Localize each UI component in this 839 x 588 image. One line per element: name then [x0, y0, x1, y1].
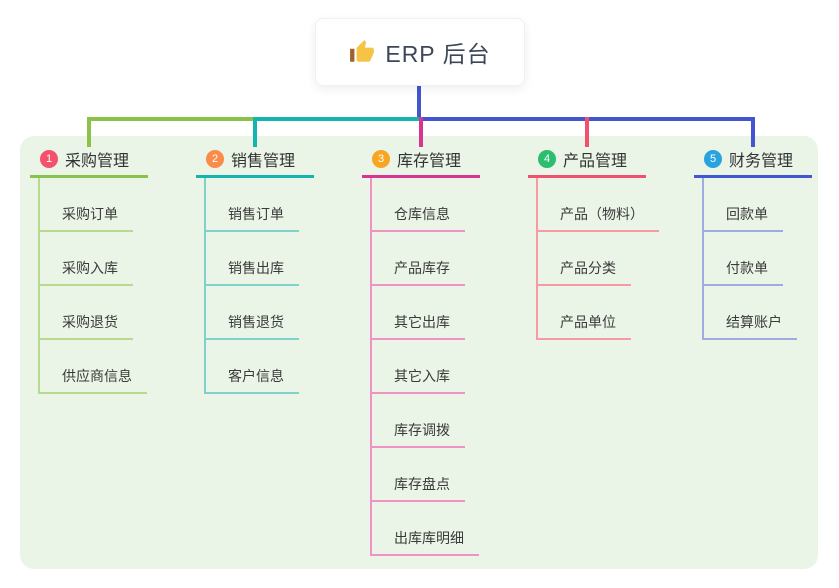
- branch-number-badge: 5: [704, 150, 722, 168]
- branch-column: 3 库存管理仓库信息产品库存其它出库其它入库库存调拨库存盘点出库库明细: [362, 143, 522, 556]
- branch-label: 库存管理: [397, 153, 462, 170]
- root-connector: [417, 84, 421, 118]
- child-label: 采购退货: [40, 312, 133, 340]
- child-item[interactable]: 库存调拨: [372, 394, 479, 448]
- child-item[interactable]: 库存盘点: [372, 448, 479, 502]
- child-label: 仓库信息: [372, 204, 465, 232]
- child-item[interactable]: 采购入库: [40, 232, 147, 286]
- connector-drop: [751, 117, 755, 147]
- branch-children: 销售订单销售出库销售退货客户信息: [204, 178, 299, 394]
- connector-bus-segment: [255, 117, 421, 121]
- branch-number-badge: 2: [206, 150, 224, 168]
- child-label: 结算账户: [704, 312, 797, 340]
- connector-drop: [253, 117, 257, 147]
- child-item[interactable]: 产品分类: [538, 232, 659, 286]
- child-item[interactable]: 销售订单: [206, 178, 299, 232]
- branch-label: 产品管理: [563, 153, 628, 170]
- child-item[interactable]: 采购订单: [40, 178, 147, 232]
- child-label: 销售退货: [206, 312, 299, 340]
- branch-label: 采购管理: [65, 153, 130, 170]
- child-item[interactable]: 其它入库: [372, 340, 479, 394]
- branch-label: 销售管理: [231, 153, 296, 170]
- canvas-panel: [20, 136, 818, 569]
- branch-label: 财务管理: [729, 153, 794, 170]
- child-item[interactable]: 付款单: [704, 232, 797, 286]
- child-item[interactable]: 回款单: [704, 178, 797, 232]
- child-label: 出库库明细: [372, 528, 479, 556]
- child-label: 库存盘点: [372, 474, 465, 502]
- child-label: 采购入库: [40, 258, 133, 286]
- child-label: 供应商信息: [40, 366, 147, 394]
- child-item[interactable]: 出库库明细: [372, 502, 479, 556]
- branch-header[interactable]: 2 销售管理: [196, 143, 314, 178]
- child-label: 销售出库: [206, 258, 299, 286]
- child-label: 其它入库: [372, 366, 465, 394]
- branch-header[interactable]: 1 采购管理: [30, 143, 148, 178]
- child-label: 产品（物料）: [538, 204, 659, 232]
- branch-column: 1 采购管理采购订单采购入库采购退货供应商信息: [30, 143, 190, 394]
- child-label: 产品单位: [538, 312, 631, 340]
- branch-column: 2 销售管理销售订单销售出库销售退货客户信息: [196, 143, 356, 394]
- branch-number-badge: 4: [538, 150, 556, 168]
- root-label: ERP 后台: [385, 41, 491, 67]
- child-item[interactable]: 仓库信息: [372, 178, 479, 232]
- child-item[interactable]: 产品单位: [538, 286, 659, 340]
- child-label: 其它出库: [372, 312, 465, 340]
- child-item[interactable]: 其它出库: [372, 286, 479, 340]
- child-item[interactable]: 采购退货: [40, 286, 147, 340]
- connector-drop: [87, 117, 91, 147]
- child-item[interactable]: 销售退货: [206, 286, 299, 340]
- child-label: 回款单: [704, 204, 783, 232]
- child-label: 销售订单: [206, 204, 299, 232]
- branch-children: 产品（物料） 产品分类产品单位: [536, 178, 659, 340]
- child-item[interactable]: 销售出库: [206, 232, 299, 286]
- branch-children: 回款单付款单结算账户: [702, 178, 797, 340]
- child-item[interactable]: 产品（物料）: [538, 178, 659, 232]
- branch-column: 4 产品管理产品（物料） 产品分类产品单位: [528, 143, 688, 340]
- child-item[interactable]: 供应商信息: [40, 340, 147, 394]
- branch-children: 采购订单采购入库采购退货供应商信息: [38, 178, 147, 394]
- child-label: 产品分类: [538, 258, 631, 286]
- branch-header[interactable]: 3 库存管理: [362, 143, 480, 178]
- branch-header[interactable]: 4 产品管理: [528, 143, 646, 178]
- branch-number-badge: 1: [40, 150, 58, 168]
- branch-number-badge: 3: [372, 150, 390, 168]
- connector-drop: [585, 117, 589, 147]
- root-node[interactable]: ERP 后台: [315, 18, 525, 86]
- child-item[interactable]: 客户信息: [206, 340, 299, 394]
- branch-header[interactable]: 5 财务管理: [694, 143, 812, 178]
- connector-drop: [419, 117, 423, 147]
- thumbs-up-icon: [350, 40, 375, 62]
- branch-children: 仓库信息产品库存其它出库其它入库库存调拨库存盘点出库库明细: [370, 178, 479, 556]
- child-label: 客户信息: [206, 366, 299, 394]
- child-label: 产品库存: [372, 258, 465, 286]
- child-label: 付款单: [704, 258, 783, 286]
- connector-bus-segment: [87, 117, 255, 121]
- child-item[interactable]: 产品库存: [372, 232, 479, 286]
- branch-column: 5 财务管理回款单付款单结算账户: [694, 143, 839, 340]
- child-item[interactable]: 结算账户: [704, 286, 797, 340]
- child-label: 采购订单: [40, 204, 133, 232]
- child-label: 库存调拨: [372, 420, 465, 448]
